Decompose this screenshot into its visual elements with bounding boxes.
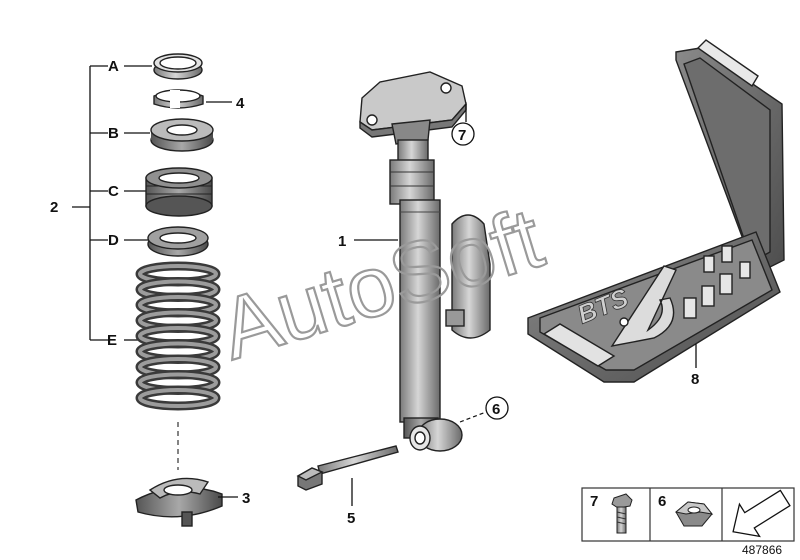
ring-a [153, 53, 203, 80]
callout-b: B [108, 125, 119, 142]
callout-7: 7 [458, 127, 466, 144]
callout-3: 3 [242, 490, 250, 507]
bolt-5 [296, 445, 399, 491]
nut-icon [674, 501, 714, 527]
diagram-id: 487866 [742, 543, 782, 557]
group-bracket [72, 65, 152, 341]
shock-absorber [359, 71, 491, 452]
watermark: AutoSoft [209, 190, 553, 378]
bolt-icon [611, 493, 633, 534]
legend-bolt-number: 7 [590, 493, 598, 510]
split-ring-4 [153, 89, 204, 109]
ring-b [150, 118, 214, 152]
socket-set [683, 245, 751, 319]
legend-nut-number: 6 [658, 493, 666, 510]
callout-5: 5 [347, 510, 355, 527]
callout-6-bubble [485, 396, 509, 420]
callout-6: 6 [492, 401, 500, 418]
callout-8: 8 [691, 371, 699, 388]
spring-pad-3 [135, 477, 223, 527]
callout-e: E [107, 332, 117, 349]
legend-box: 7 6 [581, 487, 795, 542]
callout-a: A [108, 58, 119, 75]
tool-kit-case: BTS [527, 39, 785, 383]
callout-1: 1 [338, 233, 346, 250]
callout-2: 2 [50, 199, 58, 216]
callout-7-bubble [451, 122, 475, 146]
callout-c: C [108, 183, 119, 200]
spring-seat-d [147, 226, 209, 257]
callout-d: D [108, 232, 119, 249]
arrow-icon [732, 489, 791, 538]
bump-stop-c [145, 167, 213, 217]
callout-4: 4 [236, 95, 245, 112]
coil-spring-e [135, 261, 221, 411]
